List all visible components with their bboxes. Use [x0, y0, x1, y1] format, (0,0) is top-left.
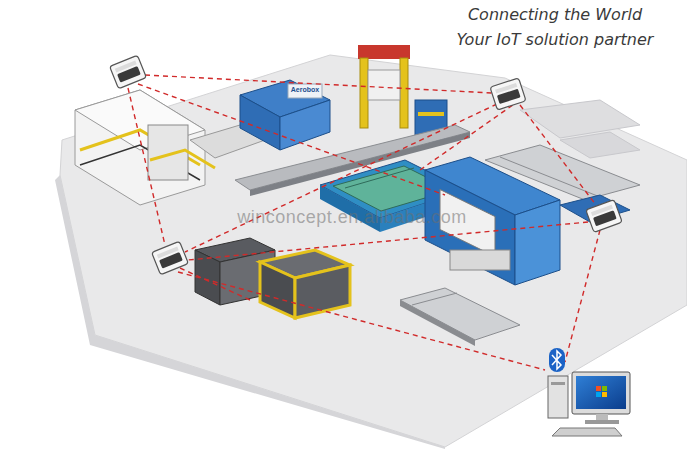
- wireless-links-part: [145, 75, 492, 93]
- heading-line: Your IoT solution partner: [457, 30, 654, 49]
- right-rollers-part: [500, 157, 600, 197]
- wireless-links-part: [188, 222, 588, 260]
- gantry-station: [358, 45, 447, 142]
- gantry-station-part: [360, 58, 368, 128]
- bluetooth-icon-part: [552, 351, 561, 369]
- rfid-reader-part: [152, 241, 189, 274]
- rfid-reader-part: [110, 55, 147, 88]
- wireless-links-part: [178, 272, 545, 370]
- computer-part: [551, 382, 565, 385]
- computer-part: [572, 372, 630, 414]
- wireless-links-part: [128, 88, 165, 245]
- bluetooth-icon: [549, 348, 565, 372]
- computer-part: [602, 386, 607, 391]
- factory-floor-part: [520, 100, 640, 138]
- factory-floor-part: [60, 55, 687, 447]
- gantry-station-part: [418, 112, 444, 116]
- computer-part: [596, 392, 601, 397]
- wireless-links-part: [185, 104, 497, 252]
- bottom-conveyor-part: [412, 293, 457, 305]
- storage-boxes-part: [295, 265, 350, 318]
- wireless-links-part: [520, 105, 596, 205]
- right-machine-part: [450, 250, 510, 270]
- wireless-links: [128, 75, 600, 370]
- storage-boxes: [195, 238, 350, 318]
- rfid-reader: [110, 55, 623, 274]
- aerobox-machine-part: [280, 100, 330, 150]
- storage-boxes-part: [260, 262, 295, 318]
- computer: [548, 372, 630, 436]
- bottom-conveyor: [400, 288, 520, 346]
- bluetooth-icon-part: [549, 348, 565, 372]
- gantry-station-part: [358, 45, 410, 59]
- wrapping-line-part: [150, 150, 215, 168]
- wrapping-line-part: [148, 125, 188, 180]
- aerobox-machine: [240, 80, 330, 150]
- factory-floor: [55, 55, 687, 449]
- watermark: winconcept.en.alibaba.com: [237, 207, 467, 228]
- computer-part: [548, 376, 568, 418]
- computer-part: [596, 386, 601, 391]
- heading-line: Connecting the World: [468, 5, 642, 24]
- wireless-links-part: [420, 100, 520, 170]
- wrapping-line-part: [75, 90, 205, 205]
- gantry-station-part: [400, 58, 408, 128]
- wireless-links-part: [180, 268, 250, 300]
- computer-part: [552, 428, 622, 436]
- rfid-reader-part: [490, 78, 526, 110]
- machine-brand: Aerobox: [291, 86, 319, 93]
- rfid-reader-part: [586, 200, 622, 233]
- gantry-station-part: [368, 70, 400, 100]
- computer-part: [576, 376, 626, 409]
- factory-floor-part: [560, 132, 640, 158]
- aerobox-machine-part: [240, 95, 280, 150]
- bottom-conveyor-part: [400, 300, 475, 346]
- computer-part: [596, 414, 608, 420]
- wrapping-line: [75, 90, 265, 205]
- aerobox-machine-part: [288, 84, 322, 98]
- computer-part: [585, 420, 619, 424]
- right-machine-part: [425, 170, 515, 285]
- right-machine-part: [515, 200, 560, 285]
- right-rollers-part: [485, 145, 640, 200]
- computer-part: [602, 392, 607, 397]
- wireless-links-part: [138, 84, 445, 195]
- wireless-links-part: [565, 230, 600, 362]
